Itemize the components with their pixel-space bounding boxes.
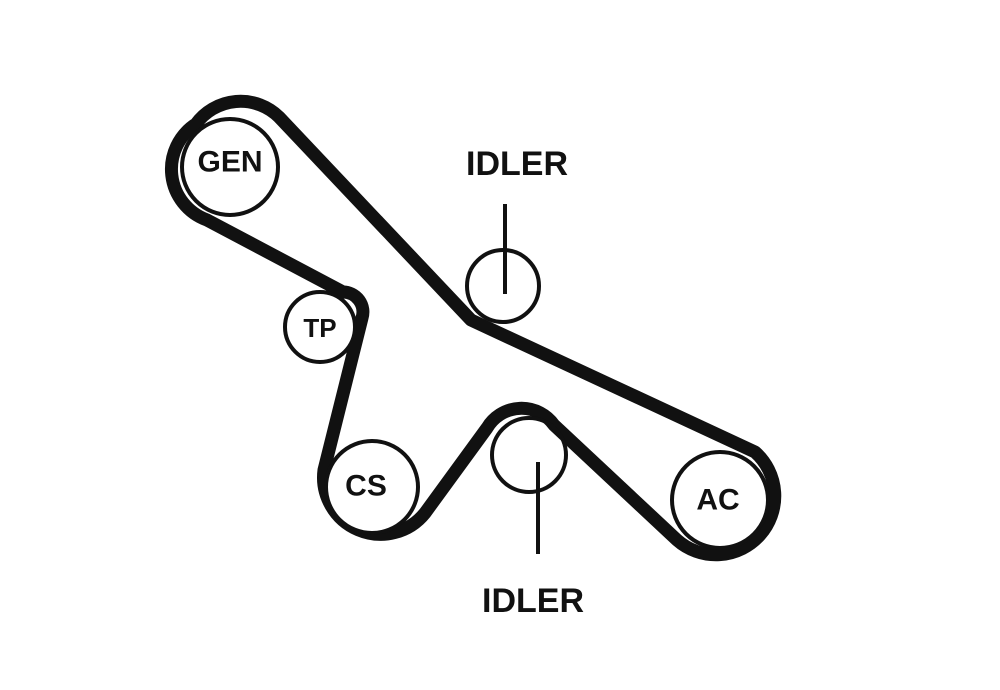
idler-bottom-circle <box>490 416 568 494</box>
ac-pulley-circle <box>670 450 770 550</box>
idler-top: IDLER <box>465 145 568 324</box>
gen-pulley: GEN <box>180 117 280 217</box>
cs-label: CS <box>345 470 387 503</box>
idler-top-label: IDLER <box>466 145 568 183</box>
ac-label: AC <box>696 484 739 517</box>
idler-bottom-label: IDLER <box>482 582 584 620</box>
serpentine-belt <box>164 94 782 562</box>
tp-pulley: TP <box>283 290 357 364</box>
gen-pulley-circle <box>180 117 280 217</box>
tp-label: TP <box>303 313 336 343</box>
gen-label: GEN <box>197 146 262 179</box>
cs-pulley-circle <box>324 439 420 535</box>
tp-pulley-circle <box>283 290 357 364</box>
ac-pulley: AC <box>670 450 770 550</box>
cs-pulley: CS <box>324 439 420 535</box>
idler-bottom: IDLER <box>482 416 584 620</box>
